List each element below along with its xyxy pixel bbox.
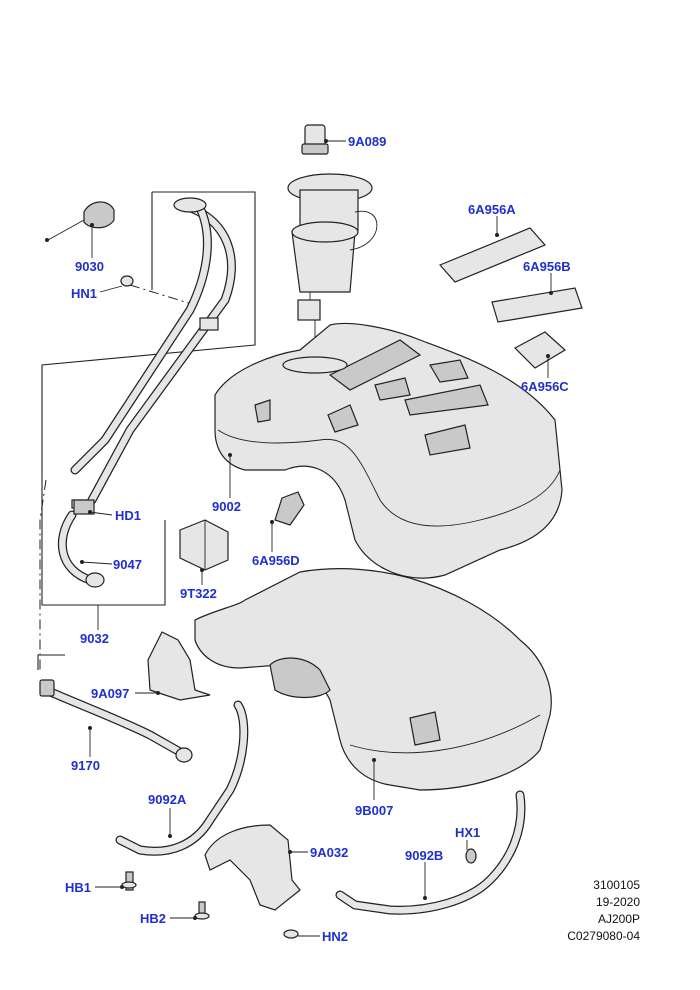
callout-HX1: HX1 [455,825,480,840]
drawing-reference-block: 3100105 19-2020 AJ200P C0279080-04 [567,878,640,943]
filler-dash-line-top [129,284,196,306]
hose-9170-bracket [37,654,65,670]
drawing-catalog-code: C0279080-04 [567,929,640,943]
clip-HX1 [465,848,477,864]
bolt-HB2 [194,901,210,920]
callout-9092B: 9092B [405,848,443,863]
filler-neck-pipe [70,197,236,505]
fuel-tank-9002 [214,322,563,579]
nut-HN2 [283,929,299,939]
callout-HB1: HB1 [65,880,91,895]
callout-HN2: HN2 [322,929,348,944]
bracket-9T322 [179,519,229,571]
leader-lines [80,139,553,937]
callout-9A032: 9A032 [310,845,348,860]
pad-6A956A [438,227,547,283]
pad-6A956D [274,491,305,526]
vent-hose-9170 [39,679,193,763]
callout-6A956B: 6A956B [523,259,571,274]
callout-9B007: 9B007 [355,803,393,818]
callout-9092A: 9092A [148,792,187,807]
callout-9047: 9047 [113,557,142,572]
callout-HB2: HB2 [140,911,166,926]
strap-9092A [115,700,249,856]
callout-6A956D: 6A956D [252,553,300,568]
callout-9002: 9002 [212,499,241,514]
nut-HN1 [120,275,134,287]
bracket-9A097 [147,631,211,701]
filler-dash-line-left [39,479,47,670]
pad-6A956B [491,287,583,323]
drawing-model-code: AJ200P [597,912,640,926]
shield-9A032 [204,824,301,911]
callout-9170: 9170 [71,758,100,773]
fuel-pump-module [287,124,378,360]
filler-cap-9030 [45,201,115,242]
pad-6A956C [514,331,567,369]
callout-HD1: HD1 [115,508,141,523]
callout-9A097: 9A097 [91,686,129,701]
callout-HN1: HN1 [71,286,97,301]
bolt-HB1 [121,871,137,891]
callout-9T322: 9T322 [180,586,217,601]
drawing-number: 3100105 [593,878,640,892]
callout-9A089: 9A089 [348,134,386,149]
callout-6A956A: 6A956A [468,202,516,217]
drawing-date: 19-2020 [595,895,640,909]
strap-9092B [335,790,526,915]
filler-group-box [41,191,256,606]
callout-9032: 9032 [80,631,109,646]
heat-shield-9B007 [194,568,552,791]
callout-6A956C: 6A956C [521,379,569,394]
callout-9030: 9030 [75,259,104,274]
